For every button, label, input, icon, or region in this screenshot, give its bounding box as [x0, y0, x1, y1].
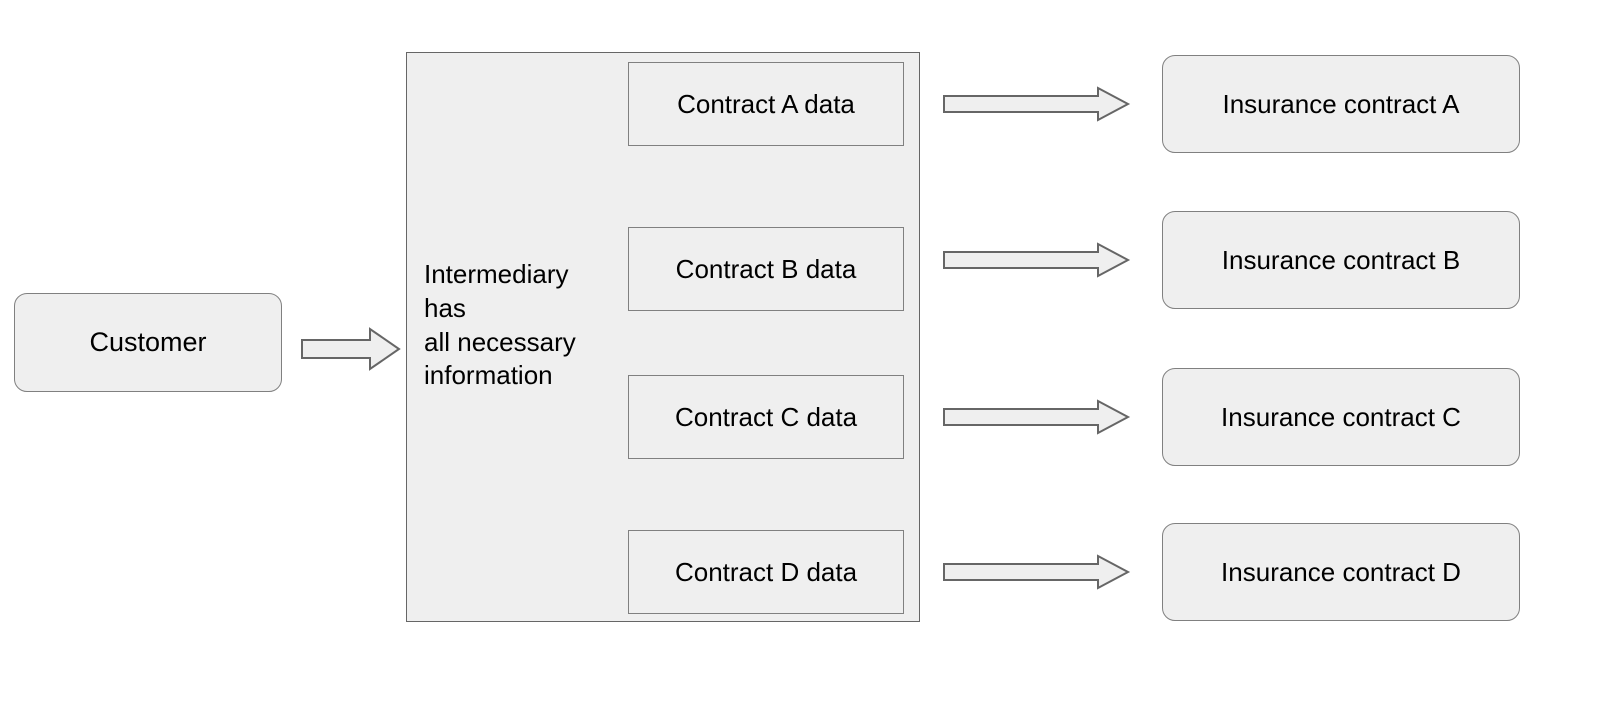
insurance-contract-box-a[interactable]: Insurance contract A	[1162, 55, 1520, 153]
insurance-contract-box-b[interactable]: Insurance contract B	[1162, 211, 1520, 309]
insurance-contract-label-b: Insurance contract B	[1221, 244, 1461, 275]
insurance-contract-label-d: Insurance contract D	[1221, 556, 1461, 587]
insurance-contract-box-d[interactable]: Insurance contract D	[1162, 523, 1520, 621]
arrow-contract-c-icon	[943, 399, 1131, 435]
intermediary-container[interactable]	[406, 52, 920, 622]
contract-data-label-a: Contract A data	[677, 88, 855, 119]
contract-data-label-b: Contract B data	[675, 253, 857, 284]
customer-label: Customer	[89, 326, 207, 357]
arrow-contract-d-icon	[943, 554, 1131, 590]
arrow-customer-to-intermediary-icon	[301, 327, 401, 371]
contract-data-box-a[interactable]: Contract A data	[628, 62, 904, 146]
contract-data-box-c[interactable]: Contract C data	[628, 375, 904, 459]
insurance-contract-label-c: Insurance contract C	[1221, 401, 1461, 432]
contract-data-box-d[interactable]: Contract D data	[628, 530, 904, 614]
intermediary-label: Intermediary has all necessary informati…	[424, 259, 576, 391]
contract-data-box-b[interactable]: Contract B data	[628, 227, 904, 311]
customer-node[interactable]: Customer	[14, 293, 282, 392]
contract-data-label-d: Contract D data	[674, 556, 858, 587]
insurance-contract-box-c[interactable]: Insurance contract C	[1162, 368, 1520, 466]
arrow-contract-a-icon	[943, 86, 1131, 122]
insurance-contract-label-a: Insurance contract A	[1222, 88, 1460, 119]
contract-data-label-c: Contract C data	[674, 401, 858, 432]
arrow-contract-b-icon	[943, 242, 1131, 278]
